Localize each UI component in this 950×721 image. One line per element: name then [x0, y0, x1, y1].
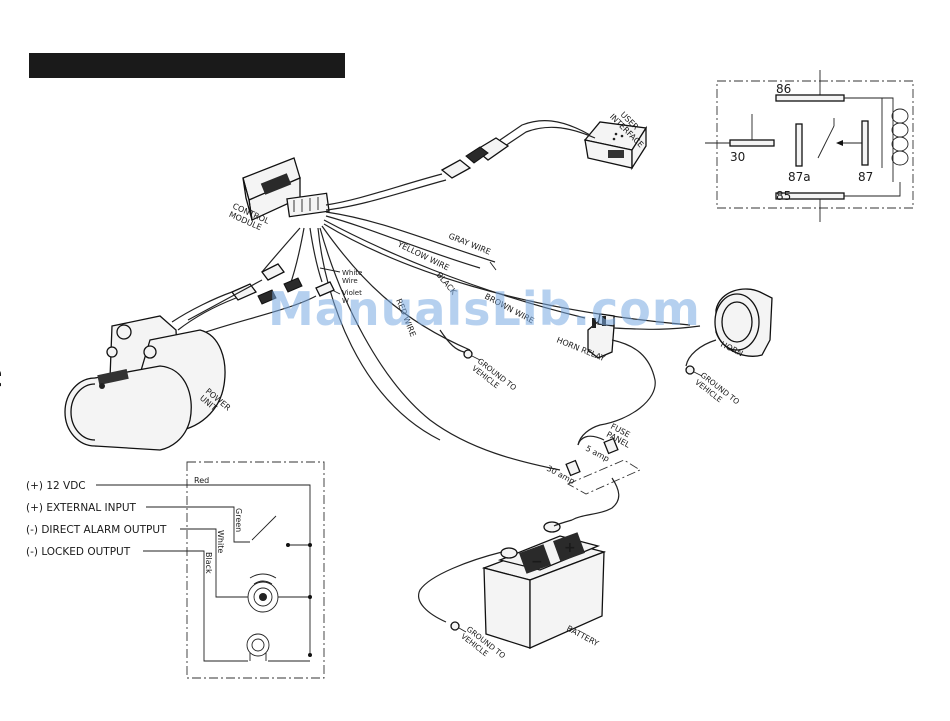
svg-text:−: − — [531, 554, 543, 570]
wire-color-white: White — [216, 530, 225, 553]
wire-color-red: Red — [194, 476, 209, 485]
output-schematic: (+) 12 VDC (+) EXTERNAL INPUT (-) DIRECT… — [26, 461, 325, 679]
battery-label: BATTERY — [565, 624, 600, 648]
relay-pin-85: 85 — [776, 189, 791, 203]
output-external-input-label: (+) EXTERNAL INPUT — [26, 502, 137, 514]
wire-color-green: Green — [234, 508, 243, 532]
power-unit-connectors — [230, 263, 335, 305]
lamp-icon — [246, 633, 270, 661]
user-interface: USER INTERFACE — [583, 110, 648, 171]
gray-wire-label: GRAY WIRE — [447, 232, 492, 257]
page-number: 14 — [0, 370, 2, 389]
power-unit: POWER UNIT — [64, 315, 233, 451]
connector-ui — [440, 137, 510, 179]
relay-pin-87a: 87a — [788, 170, 811, 184]
ground-center: GROUND TO VEHICLE — [439, 329, 520, 400]
header-bar — [29, 53, 345, 78]
horn: HORN — [714, 288, 773, 358]
relay-schematic: 86 30 87a 87 85 — [705, 70, 914, 222]
relay-coil — [882, 97, 909, 182]
horn-relay: HORN RELAY — [555, 313, 615, 363]
white-wire-label: White Wire — [342, 269, 365, 285]
control-module: CONTROL MODULE — [228, 157, 301, 232]
relay-pin-30: 30 — [730, 150, 745, 164]
output-locked-label: (-) LOCKED OUTPUT — [26, 546, 131, 558]
ground-center-label: GROUND TO VEHICLE — [470, 356, 520, 400]
siren-icon — [247, 573, 279, 613]
black-wire-label: BLACK — [434, 271, 458, 298]
ground-horn: GROUND TO VEHICLE — [685, 365, 743, 414]
svg-text:+: + — [564, 540, 576, 556]
module-harness-connector — [286, 192, 330, 218]
output-12vdc-label: (+) 12 VDC — [26, 480, 86, 492]
relay-pin-87: 87 — [858, 170, 873, 184]
wire-color-black: Black — [204, 552, 213, 574]
wire-harness — [317, 211, 691, 471]
output-direct-alarm-label: (-) DIRECT ALARM OUTPUT — [26, 524, 167, 536]
battery: − + BATTERY — [481, 521, 607, 650]
fuse-panel: FUSE PANEL 5 amp 30 amp — [545, 422, 641, 495]
violet-wire-label: Violet W — [342, 289, 364, 305]
relay-pin-86: 86 — [776, 82, 791, 96]
red-wire-label: RED WIRE — [394, 297, 417, 338]
ground-horn-label: GROUND TO VEHICLE — [693, 370, 743, 414]
